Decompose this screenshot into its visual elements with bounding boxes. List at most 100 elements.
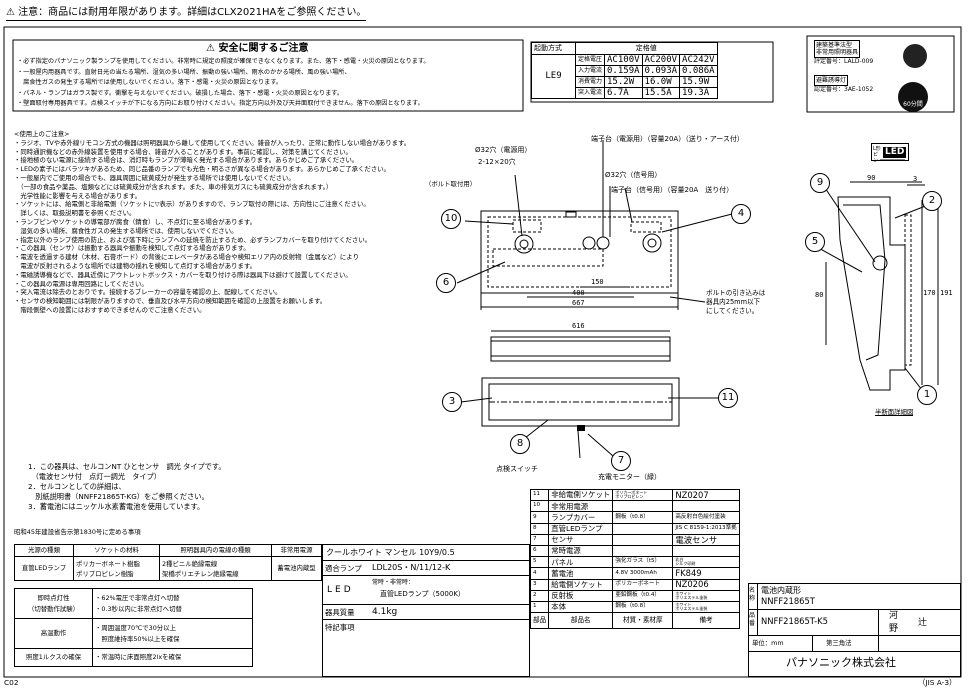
bolt-note: （ボルト取付用）	[425, 180, 477, 188]
divider	[322, 575, 530, 576]
spec-block	[322, 544, 530, 677]
usage-line: 詳しくは、取扱説明書を参照ください。	[14, 209, 136, 218]
product-name-1: 電池内蔵形	[761, 586, 801, 595]
perf-value: ・周囲温度70℃で30分以上 照度維持率50%以上を確保	[92, 618, 253, 649]
divider	[322, 604, 530, 605]
usage-line: 光学性能に影響を与える場合があります。	[14, 191, 141, 200]
decree-header: ソケットの材料	[73, 544, 160, 557]
part-material: ポリカーボネート	[612, 578, 674, 591]
part-number: 8	[529, 522, 550, 535]
parts-footer-header: 備考	[672, 612, 740, 630]
type-code: LE9	[531, 54, 576, 99]
title-block	[748, 583, 961, 677]
warning-triangle-icon: ⚠	[206, 43, 215, 54]
part-material	[612, 544, 674, 558]
signal-terminal-label: 端子台（信号用）（容量20A 送り付）	[611, 186, 734, 194]
divider	[322, 560, 530, 561]
part-material	[612, 500, 674, 513]
part-material: 4.8V 3000mAh	[612, 567, 674, 580]
checker-1: 河	[889, 611, 899, 621]
usage-line: ・同時通訳機などの赤外線装置を使用する場合、雑音が入ることがあります。事前に確認…	[14, 147, 352, 156]
check-switch-label: 点検スイッチ	[496, 465, 538, 473]
part-name: 常時電源	[548, 544, 614, 558]
header-notice: ⚠ 注意：商品には耐用年限があります。詳細はCLX2021HAをご参照ください。	[6, 7, 367, 21]
part-note: 乳白 シルク印刷	[672, 556, 740, 569]
decree-header: 光源の種類	[14, 544, 74, 557]
part-note: JIS C 8159-1:2013準拠	[672, 522, 740, 535]
perf-value: ・62%電圧で非常点灯へ切替 ・0.3秒以内に非常点灯へ切替	[92, 588, 253, 619]
company-name: パナソニック株式会社	[786, 656, 896, 669]
callout-5: 5	[805, 232, 825, 252]
spec-table: 起動方式 定格値 LE9 定格電圧 AC100V AC200V AC242V 入…	[531, 42, 718, 99]
spec-cell: 15.2W	[604, 76, 643, 88]
part-material: 強化ガラス（t5）	[612, 556, 674, 569]
note-line: 2．セルコンとしての詳細は、	[28, 482, 126, 491]
part-note	[672, 500, 740, 513]
spec-col-header: 定格電圧	[574, 54, 606, 66]
warning-icon: ⚠	[6, 7, 15, 18]
part-number: 10	[529, 500, 550, 513]
part-number: 9	[529, 511, 550, 524]
divider	[878, 609, 879, 651]
usage-line: ・接地極のない電源に接続する場合は、消灯時もランプが薄暗く発光する場合があります…	[14, 156, 359, 165]
safety-lines: ・必ず指定のパナソニック製ランプを使用してください。非常時に規定の照度が確保でき…	[17, 57, 430, 110]
part-note	[672, 544, 740, 558]
checker-2: 野	[889, 624, 899, 634]
usage-line: ・電波を透過する建材（木材、石膏ボード）の背後にエレベータがある場合や検知エリア…	[14, 253, 359, 262]
part-note: FK849	[672, 567, 740, 580]
part-number: 7	[529, 533, 550, 546]
bolt-holes-label: 2-12×20穴	[478, 158, 516, 166]
safety-line: ・パネル・ランプはガラス製です。衝撃を与えないでください。破損した場合、落下・感…	[17, 89, 344, 97]
decree-cell: 2種ビニル絶縁電線 架橋ポリエチレン絶縁電線	[159, 556, 272, 581]
decree-cell: 直管LEDランプ	[14, 556, 74, 581]
projection-label: 第三角法	[826, 639, 852, 647]
safety-line: 腐食性ガスの発生する場所では使用しないでください。落下・感電・火災の原因となりま…	[17, 79, 283, 86]
led-value-2: 直管LEDランプ（5000K）	[380, 590, 465, 598]
usage-line: 湿気の多い場所、腐食性ガスの発生する場所では、使用しないでください。	[14, 226, 238, 235]
spec-cell: 15.5A	[641, 87, 681, 99]
part-note: NZ0207	[672, 488, 740, 502]
weight-label: 器具質量	[325, 608, 355, 617]
parts-footer-header: 部品	[529, 612, 550, 630]
led-logo: LED	[883, 147, 907, 158]
lamp-value: LDL20S・N/11/12-K	[372, 563, 451, 572]
divider	[748, 651, 961, 652]
spec-row-label: 消費電力	[574, 76, 606, 88]
approval-number-2: 認定番号：3AE-1052	[814, 86, 874, 93]
model-number: NNFF21865T-K5	[761, 616, 828, 626]
dim-170: 170	[923, 289, 936, 297]
callout-6: 6	[436, 273, 456, 293]
part-note: 電波センサ	[672, 533, 740, 546]
safety-title: ⚠ 安全に関するご注意	[206, 43, 309, 54]
callout-9: 9	[810, 173, 830, 193]
callout-7: 7	[611, 451, 631, 471]
safety-line: ・壁面取付専用器具です。点検スイッチが下になる方向にお取り付けください。指定方向…	[17, 100, 424, 107]
divider	[322, 619, 530, 620]
usage-line: ・ラジオ、TVや赤外線リモコン方式の機器は照明器具から離して使用してください。雑…	[14, 138, 411, 147]
callout-3: 3	[442, 392, 462, 412]
dim-191: 191	[940, 289, 953, 297]
spec-row-label: 突入電流	[574, 87, 606, 99]
decree-table: 光源の種類 ソケットの材料 照明器具内の電線の種類 非常用電源 直管LEDランプ…	[14, 544, 322, 581]
dim-80: 80	[815, 291, 824, 299]
led-badge: L形ピン LED	[871, 143, 909, 164]
usage-heading: <使用上のご注意>	[14, 130, 70, 138]
spec-col-header: AC200V	[641, 54, 681, 66]
sixty-minute-seal-icon: 60分間	[898, 82, 928, 112]
part-material: 亜鉛鋼板（t0.4）	[612, 589, 674, 602]
divider	[748, 635, 961, 636]
callout-8: 8	[510, 434, 530, 454]
part-name: 給電側ソケット	[548, 578, 614, 591]
unit-label: 単位：mm	[752, 639, 784, 647]
parts-footer-row: 部品部品名材質・素材厚備考	[529, 612, 740, 630]
spec-row-label: 入力電流	[574, 65, 606, 77]
model-label: 品番	[749, 612, 756, 627]
dim-90: 90	[867, 174, 876, 182]
name-label: 名称	[749, 587, 756, 602]
